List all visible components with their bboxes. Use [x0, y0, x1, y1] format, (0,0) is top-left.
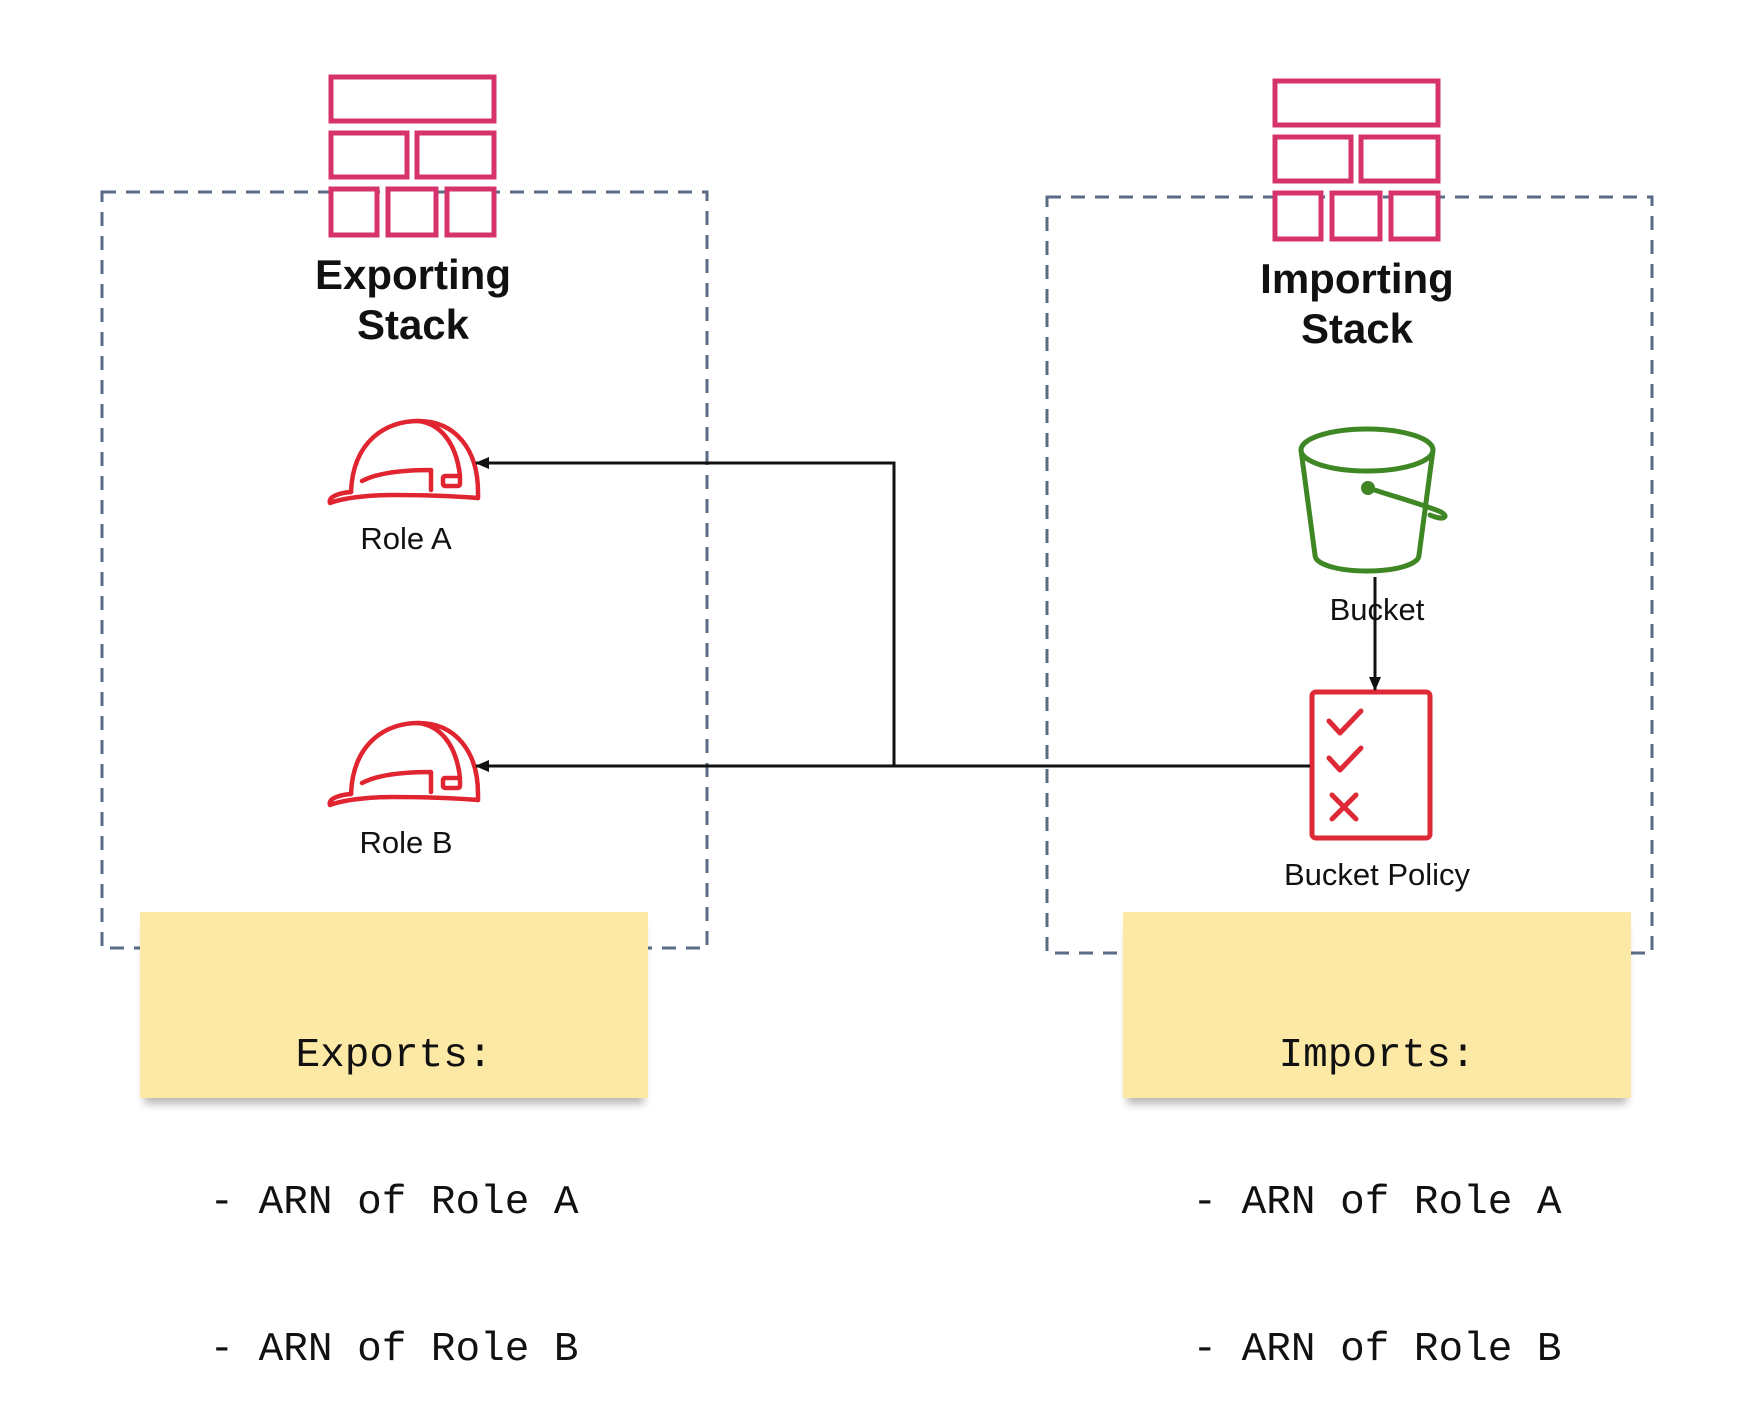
cloudformation-stack-icon: [328, 74, 497, 238]
exports-note-item: - ARN of Role A: [209, 1180, 579, 1226]
exporting-stack-title-line2: Stack: [356, 301, 470, 348]
s3-bucket-icon: [1298, 426, 1448, 574]
importing-stack-title-line1: Importing: [1260, 255, 1454, 302]
exports-note: Exports: - ARN of Role A - ARN of Role B: [140, 912, 648, 1373]
bucket-policy-label: Bucket Policy: [1283, 857, 1471, 892]
policy-checklist-icon: [1309, 689, 1433, 841]
architecture-diagram: [100, 74, 1654, 955]
iam-role-helmet-icon: [327, 720, 481, 808]
connector-policy-to-role-a: [475, 457, 896, 766]
exports-note-heading: Exports:: [295, 1033, 493, 1079]
role-b-label: Role B: [359, 825, 453, 860]
exporting-stack-title-line1: Exporting: [315, 251, 511, 298]
imports-note-item: - ARN of Role B: [1192, 1327, 1562, 1373]
imports-note-item: - ARN of Role A: [1192, 1180, 1562, 1226]
bucket-label: Bucket: [1329, 592, 1425, 627]
cloudformation-stack-icon: [1272, 78, 1441, 242]
iam-role-helmet-icon: [327, 418, 481, 506]
role-a-label: Role A: [360, 521, 452, 556]
importing-stack-title-line2: Stack: [1300, 305, 1414, 352]
imports-note-heading: Imports:: [1278, 1033, 1476, 1079]
imports-note: Imports: - ARN of Role A - ARN of Role B: [1123, 912, 1631, 1373]
exports-note-item: - ARN of Role B: [209, 1327, 579, 1373]
exporting-stack-title: Exporting Stack: [213, 250, 613, 350]
importing-stack-title: Importing Stack: [1157, 254, 1557, 354]
